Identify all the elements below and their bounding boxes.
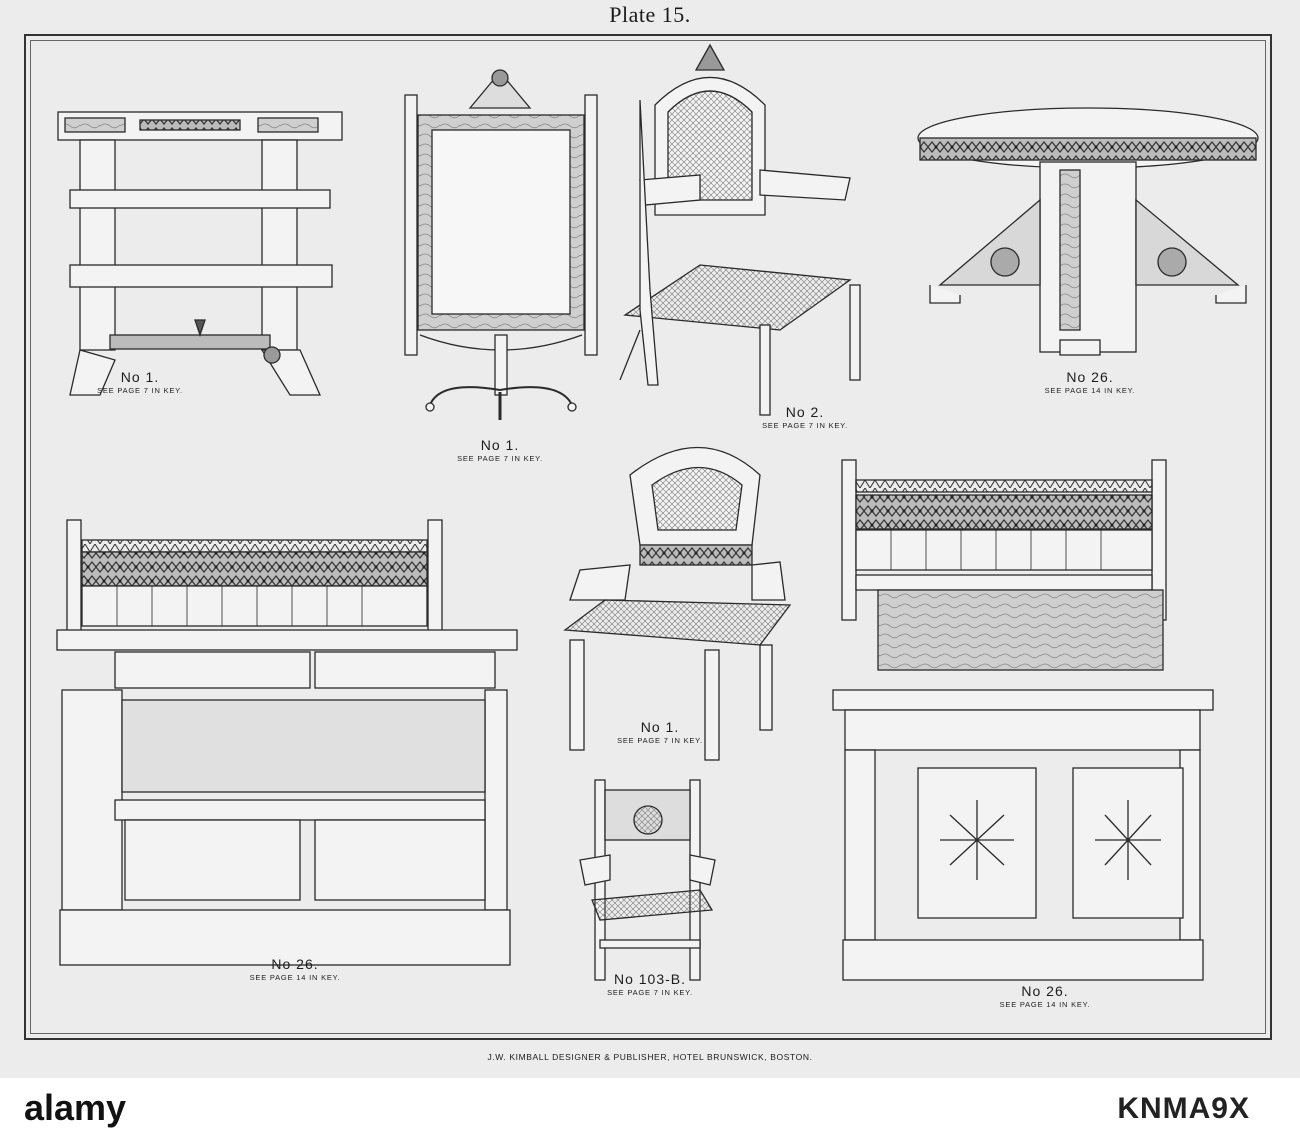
item-number: No 103-B. — [613, 971, 687, 987]
alamy-logo: alamy — [20, 1088, 190, 1128]
caption-item-7: No 103-B. SEE PAGE 7 IN KEY. — [565, 972, 735, 997]
right-sideboard-drawing — [832, 459, 1214, 981]
center-armchair-drawing — [563, 447, 792, 761]
caption-item-2: No 1. SEE PAGE 7 IN KEY. — [420, 438, 580, 463]
round-table-drawing — [917, 107, 1259, 356]
caption-item-6: No 1. SEE PAGE 7 IN KEY. — [580, 720, 740, 745]
left-sideboard-drawing — [56, 519, 518, 966]
stock-image-id: KNMA9X — [1117, 1092, 1250, 1125]
svg-text:alamy: alamy — [24, 1088, 126, 1128]
item-key-reference: SEE PAGE 7 IN KEY. — [97, 385, 183, 395]
item-key-reference: SEE PAGE 7 IN KEY. — [457, 453, 543, 463]
item-key-reference: SEE PAGE 14 IN KEY. — [999, 999, 1091, 1009]
caption-item-5: No 26. SEE PAGE 14 IN KEY. — [205, 957, 385, 982]
child-chair-drawing — [579, 779, 716, 981]
plate-border-inner — [30, 40, 1266, 1034]
item-key-reference: SEE PAGE 7 IN KEY. — [607, 987, 693, 997]
item-key-reference: SEE PAGE 7 IN KEY. — [617, 735, 703, 745]
caption-item-8: No 26. SEE PAGE 14 IN KEY. — [955, 984, 1135, 1009]
item-key-reference: SEE PAGE 14 IN KEY. — [1044, 385, 1136, 395]
stock-footer-band: alamy KNMA9X — [0, 1078, 1300, 1138]
item-number: No 1. — [640, 719, 680, 735]
item-number: No 1. — [480, 437, 520, 453]
item-key-reference: SEE PAGE 14 IN KEY. — [249, 972, 341, 982]
plate-title: Plate 15. — [609, 2, 691, 27]
item-key-reference: SEE PAGE 7 IN KEY. — [762, 420, 848, 430]
caption-item-1: No 1. SEE PAGE 7 IN KEY. — [60, 370, 220, 395]
caption-item-4: No 26. SEE PAGE 14 IN KEY. — [1000, 370, 1180, 395]
tier-stand-drawing — [57, 111, 343, 396]
caption-item-3: No 2. SEE PAGE 7 IN KEY. — [725, 405, 885, 430]
item-number: No 26. — [1066, 369, 1114, 385]
item-number: No 26. — [1021, 983, 1069, 999]
armchair-drawing — [619, 43, 861, 416]
item-number: No 1. — [120, 369, 160, 385]
fire-screen-drawing — [404, 69, 598, 420]
item-number: No 26. — [271, 956, 319, 972]
plate-border-outer — [24, 34, 1272, 1040]
item-number: No 2. — [785, 404, 825, 420]
publisher-imprint: J.W. KIMBALL DESIGNER & PUBLISHER, HOTEL… — [487, 1052, 813, 1062]
